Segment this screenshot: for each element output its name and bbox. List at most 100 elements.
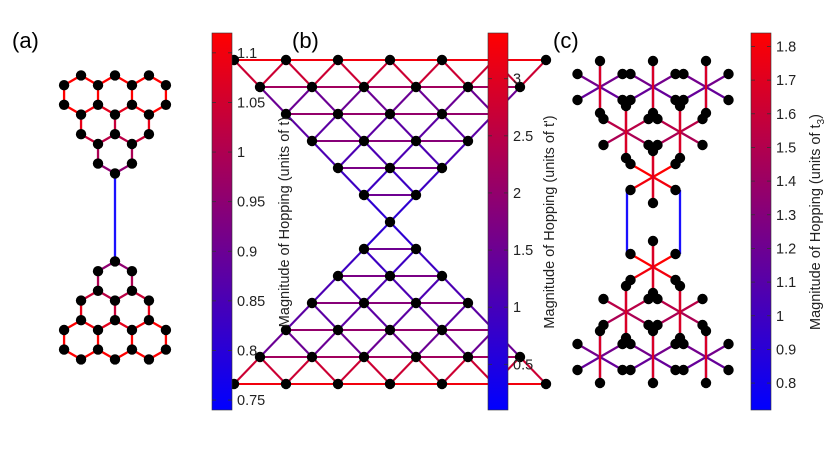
site [625, 364, 636, 376]
site [143, 109, 155, 120]
site [109, 70, 121, 81]
bond [441, 356, 469, 385]
colorbar-tick-label: 1 [776, 309, 784, 325]
colorbar-tick-label: 1 [237, 145, 245, 161]
colorbar-tick-label: 2.5 [513, 129, 533, 145]
site [92, 266, 104, 277]
bond [337, 356, 365, 385]
bond [337, 302, 365, 331]
site [126, 99, 138, 111]
site [75, 109, 87, 120]
site [598, 293, 609, 305]
site [92, 80, 104, 91]
bond [337, 329, 365, 358]
colorbar-c-ticks: 0.80.911.11.21.31.41.51.61.71.8 [751, 39, 796, 392]
site [75, 295, 87, 306]
site [462, 351, 474, 363]
site [75, 354, 87, 365]
site [75, 70, 87, 81]
bond [363, 329, 391, 358]
site [647, 325, 659, 337]
bond [233, 356, 261, 385]
colorbar-tick-label: 1 [513, 300, 521, 316]
site [92, 138, 104, 150]
bond [285, 356, 313, 385]
site [598, 113, 609, 125]
bond [415, 86, 443, 115]
site [625, 184, 636, 196]
colorbar-b-ticks: 0.511.522.53 [488, 72, 533, 373]
bond [363, 194, 391, 223]
site [358, 189, 370, 201]
site [514, 81, 526, 93]
bond [389, 167, 417, 196]
site [723, 68, 734, 80]
site [700, 55, 712, 67]
bond [363, 167, 391, 196]
site [678, 68, 689, 80]
bond [519, 356, 547, 385]
site [410, 189, 422, 201]
bond [285, 86, 313, 115]
site [384, 108, 396, 120]
site [625, 68, 636, 80]
site [620, 280, 632, 292]
lattice-c [572, 55, 734, 389]
site [126, 344, 138, 355]
site [540, 378, 552, 390]
site [572, 338, 583, 350]
colorbar-tick-label: 2 [513, 186, 521, 202]
bond [337, 86, 365, 115]
site [92, 344, 104, 355]
site [625, 158, 636, 170]
site [384, 162, 396, 174]
colorbar-tick-label: 1.6 [776, 107, 796, 123]
bond [363, 86, 391, 115]
bond [441, 113, 469, 142]
site [647, 377, 659, 389]
site [647, 145, 659, 157]
site [160, 324, 172, 336]
site [594, 377, 606, 389]
bond [259, 329, 287, 358]
bond [389, 221, 417, 250]
site [384, 270, 396, 282]
site [358, 135, 370, 147]
site [700, 377, 712, 389]
bond [441, 275, 469, 304]
site [384, 324, 396, 336]
bond [389, 248, 417, 277]
bond [389, 59, 417, 88]
site [625, 338, 636, 350]
bond [415, 140, 443, 169]
site [678, 364, 689, 376]
bond [441, 86, 469, 115]
site [670, 364, 681, 376]
colorbar-tick-label: 1.7 [776, 73, 796, 89]
site [58, 344, 70, 355]
site [280, 108, 292, 120]
site [617, 68, 628, 80]
bond [415, 275, 443, 304]
site [670, 158, 681, 170]
bond [311, 113, 339, 142]
bond [337, 113, 365, 142]
site [160, 80, 172, 91]
site [514, 351, 526, 363]
site [358, 243, 370, 255]
colorbar-tick-label: 1.3 [776, 208, 796, 224]
bond [389, 302, 417, 331]
colorbar-tick-label: 1.5 [513, 243, 533, 259]
bond [389, 113, 417, 142]
site [109, 168, 121, 179]
colorbar-a-title: Magnitude of Hopping (units of t) [277, 117, 293, 327]
bond [285, 329, 313, 358]
bond [389, 86, 417, 115]
colorbar-c-title: Magnitude of Hopping (units of t3) [808, 114, 827, 330]
site [143, 295, 155, 306]
bond [363, 113, 391, 142]
site [572, 68, 583, 80]
site [670, 184, 681, 196]
